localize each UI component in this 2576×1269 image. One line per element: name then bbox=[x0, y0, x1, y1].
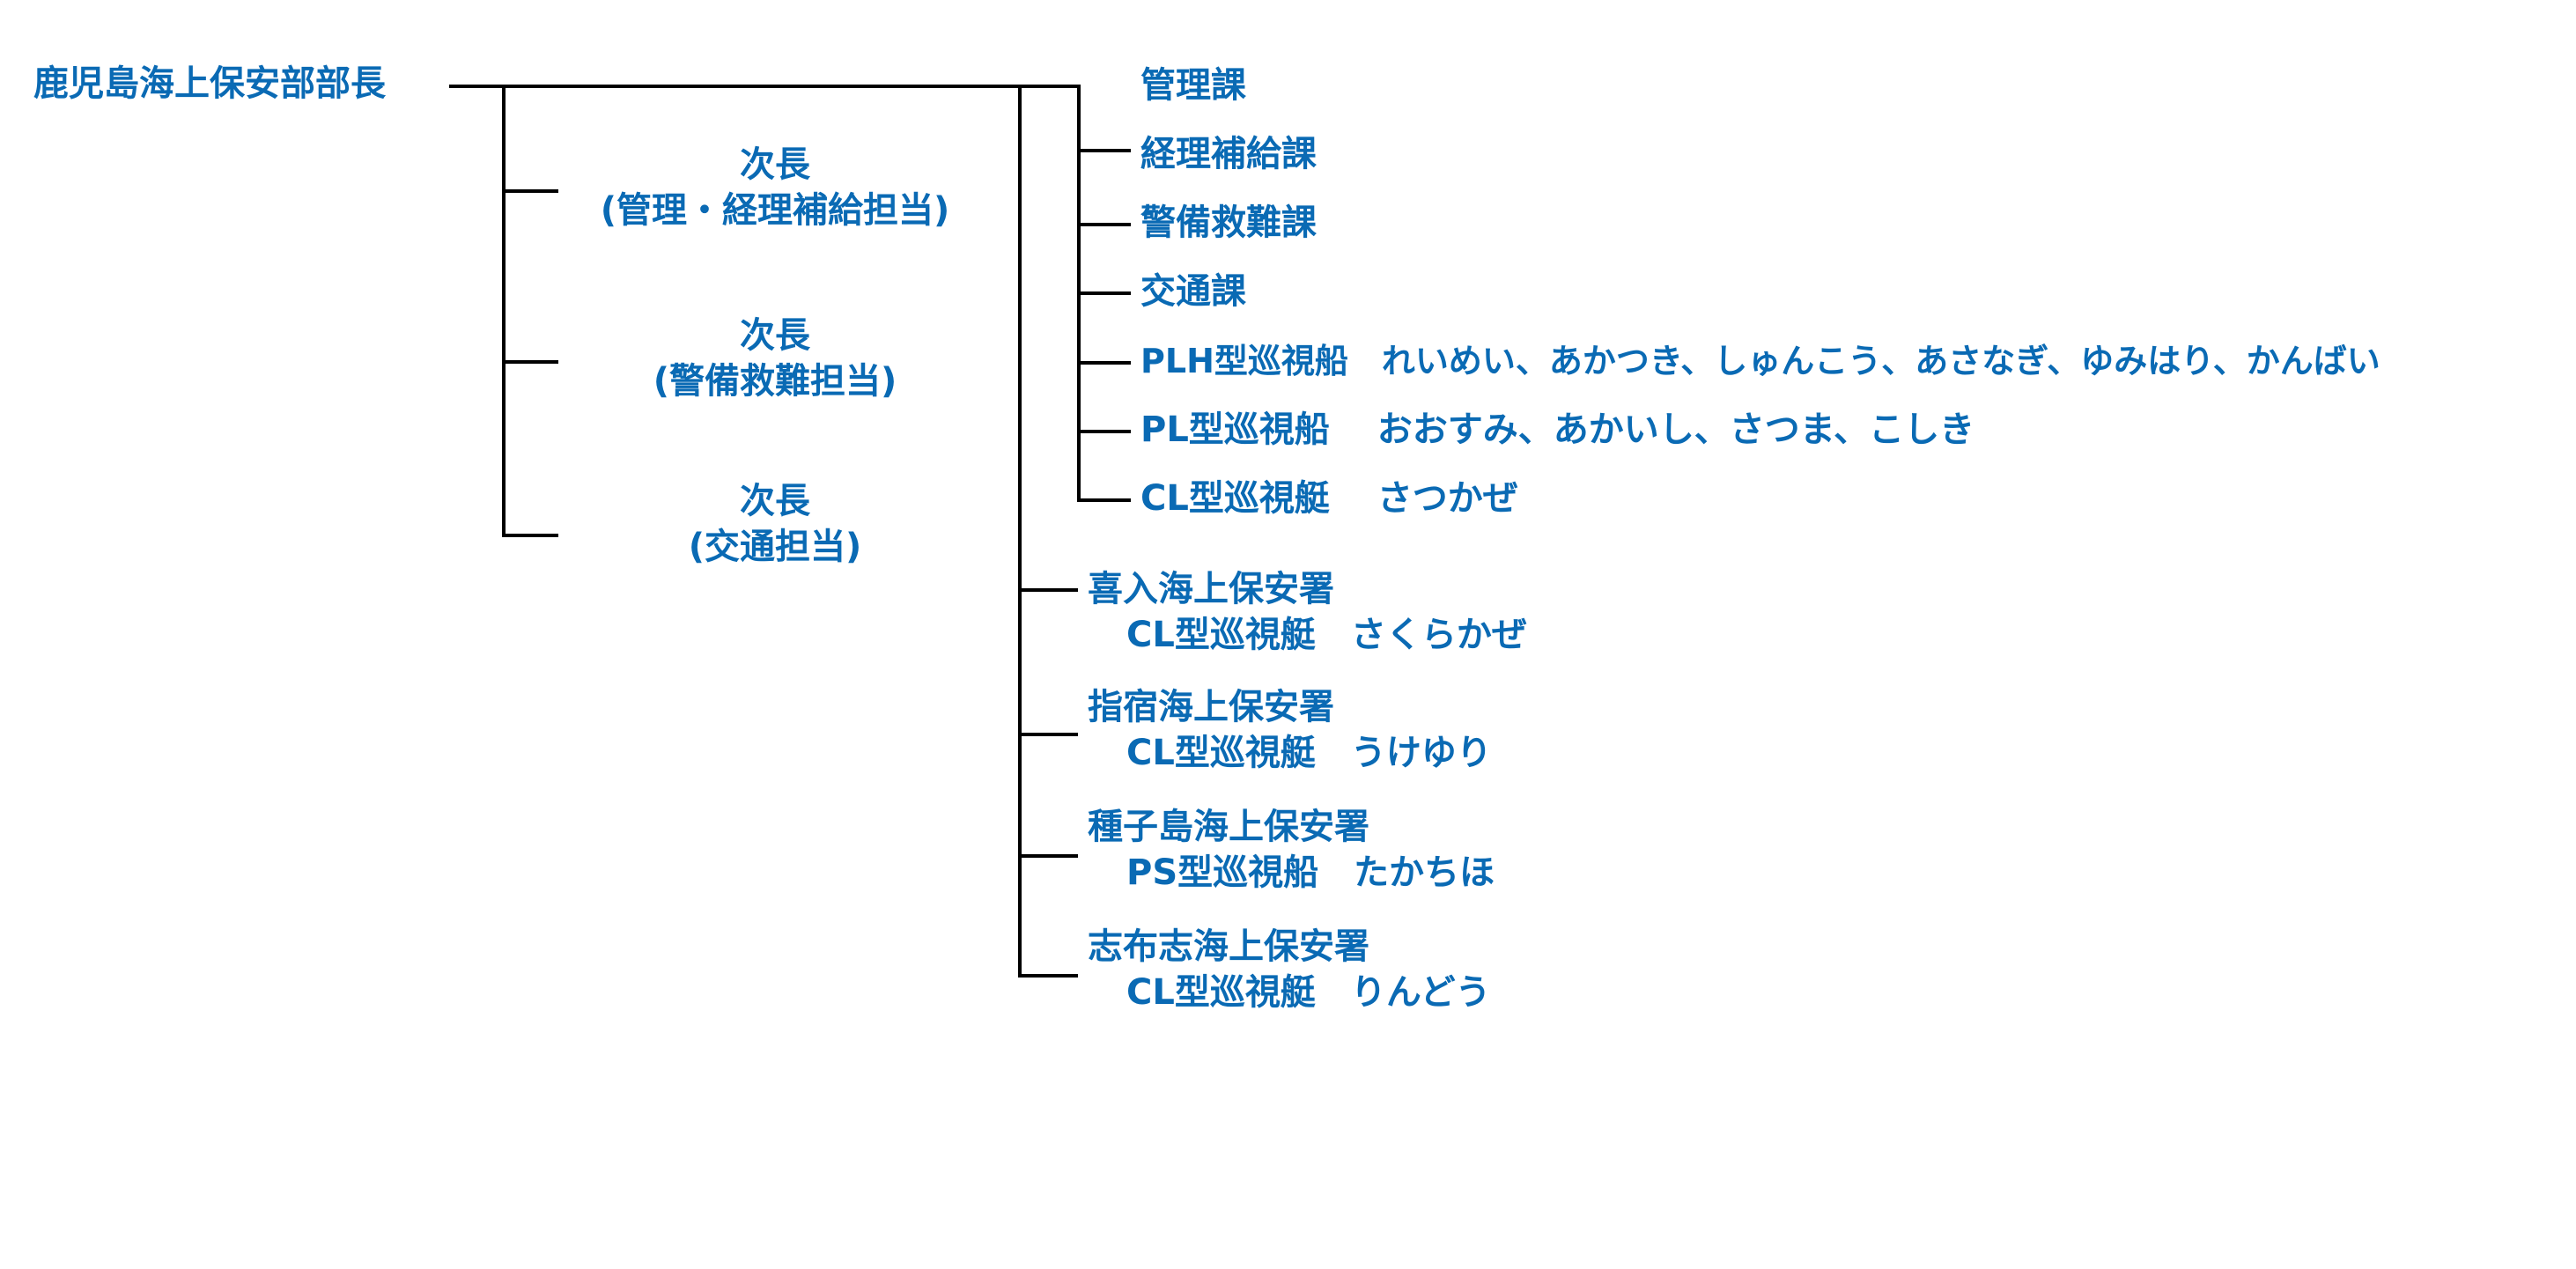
deputy-box: 次長 (警備救難担当) bbox=[555, 313, 995, 404]
office-block: 喜入海上保安署 CL型巡視艇 さくらかぜ bbox=[1088, 566, 1527, 658]
section-label: PL型巡視船 おおすみ、あかいし、さつま、こしき bbox=[1140, 409, 1975, 450]
section-label: 管理課 bbox=[1140, 65, 1246, 106]
deputy-title: 次長 bbox=[740, 481, 810, 521]
office-block: 志布志海上保安署 CL型巡視艇 りんどう bbox=[1088, 924, 1491, 1015]
office-block: 指宿海上保安署 CL型巡視艇 うけゆり bbox=[1088, 684, 1492, 776]
deputy-box: 次長 (交通担当) bbox=[555, 478, 995, 570]
deputy-scope: (警備救難担当) bbox=[653, 361, 897, 402]
office-block: 種子島海上保安署 PS型巡視船 たかちほ bbox=[1088, 804, 1495, 896]
office-vessel: CL型巡視艇 うけゆり bbox=[1126, 733, 1492, 773]
office-vessel: CL型巡視艇 りんどう bbox=[1126, 972, 1491, 1013]
deputy-title: 次長 bbox=[740, 144, 810, 185]
chief-label: 鹿児島海上保安部部長 bbox=[33, 63, 386, 104]
deputy-box: 次長 (管理・経理補給担当) bbox=[555, 142, 995, 233]
section-label: 交通課 bbox=[1140, 271, 1246, 312]
section-label: 経理補給課 bbox=[1140, 134, 1317, 174]
deputy-scope: (交通担当) bbox=[688, 527, 862, 567]
section-label: PLH型巡視船 れいめい、あかつき、しゅんこう、あさなぎ、ゆみはり、かんばい bbox=[1140, 342, 2380, 380]
office-name: 喜入海上保安署 bbox=[1088, 569, 1334, 609]
office-name: 種子島海上保安署 bbox=[1088, 807, 1369, 847]
office-vessel: PS型巡視船 たかちほ bbox=[1126, 852, 1495, 893]
office-name: 志布志海上保安署 bbox=[1088, 926, 1369, 967]
office-name: 指宿海上保安署 bbox=[1088, 687, 1334, 727]
deputy-title: 次長 bbox=[740, 315, 810, 356]
section-label: 警備救難課 bbox=[1140, 203, 1317, 243]
section-label: CL型巡視艇 さつかぜ bbox=[1140, 478, 1518, 519]
office-vessel: CL型巡視艇 さくらかぜ bbox=[1126, 615, 1527, 655]
deputy-scope: (管理・経理補給担当) bbox=[600, 190, 950, 231]
